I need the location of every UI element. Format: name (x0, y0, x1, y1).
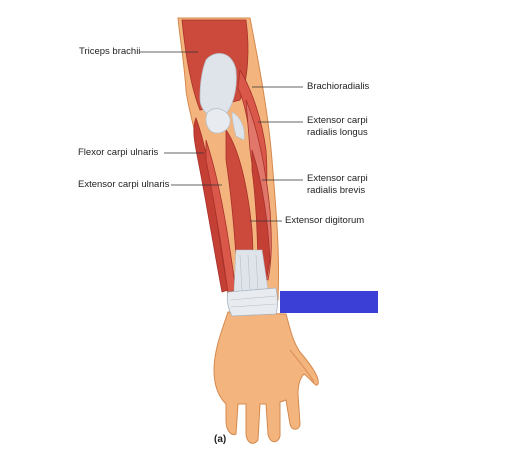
label-extensor-carpi-ulnaris: Extensor carpi ulnaris (78, 179, 170, 190)
finger-crease-3 (279, 399, 287, 403)
label-flexor-carpi-ulnaris: Flexor carpi ulnaris (78, 147, 159, 158)
tendon-line-1 (239, 254, 243, 291)
label-ecrb-line1: Extensor carpi (307, 173, 368, 184)
leader-lines (140, 51, 303, 222)
palm (213, 311, 319, 444)
retinaculum-stripe-1 (229, 295, 277, 301)
label-triceps-brachii: Triceps brachii (79, 46, 141, 57)
label-ecrb-line2: radialis brevis (307, 185, 366, 196)
tendons (199, 53, 278, 317)
olecranon (205, 108, 231, 134)
tendon-line-2 (247, 254, 251, 291)
label-extensor-digitorum: Extensor digitorum (285, 215, 365, 226)
label-ecrl-line1: Extensor carpi (307, 115, 368, 126)
hand (213, 311, 319, 444)
extensor-retinaculum (226, 287, 278, 317)
thumb-shadow (289, 349, 315, 383)
tendon-line-3 (255, 254, 259, 291)
redacted-label-box (280, 291, 378, 313)
distal-tendons (233, 249, 269, 293)
figure-caption: (a) (214, 434, 227, 445)
label-ecrl-line2: radialis longus (307, 127, 368, 138)
label-brachioradialis: Brachioradialis (307, 81, 370, 92)
epicondyle-tendon (231, 111, 245, 141)
retinaculum-stripe-2 (230, 303, 278, 308)
